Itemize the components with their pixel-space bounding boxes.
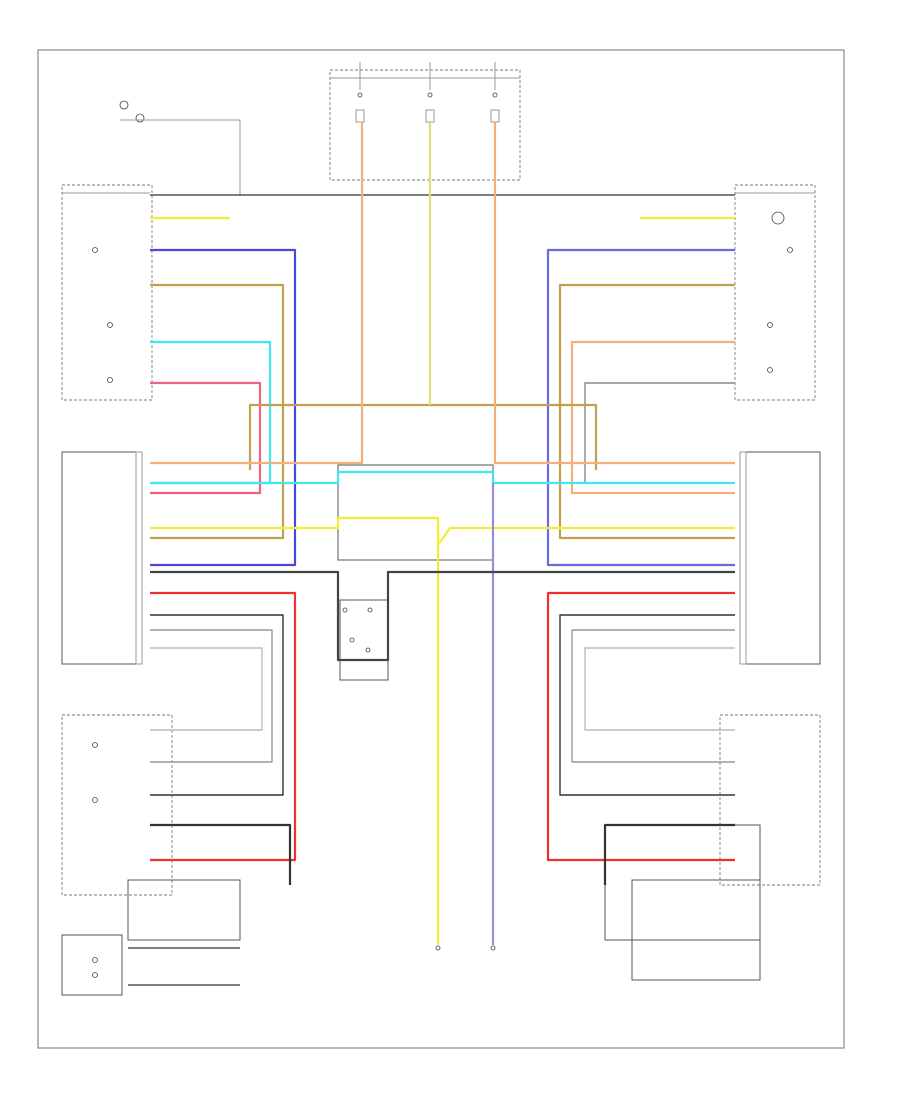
wire-black-driver-2 <box>150 823 292 885</box>
wire-tan-passenger <box>558 283 735 540</box>
wire-black-passenger-2 <box>603 823 735 885</box>
passenger-seat-switch-box <box>734 184 816 401</box>
passenger-seat-heater-module <box>739 451 821 665</box>
center-ground-terminals <box>435 945 496 951</box>
driver-seat-heater-element <box>61 879 241 996</box>
wire-black-bus <box>150 570 735 662</box>
passenger-lumbar-switch <box>771 211 793 253</box>
driver-thermistor <box>61 714 173 896</box>
driver-seat-switch-box <box>61 184 153 401</box>
passenger-thermistor <box>719 714 821 886</box>
wire-yellow-center <box>150 516 440 945</box>
fuse-block-top <box>329 62 521 181</box>
wire-blue-passenger <box>546 248 735 567</box>
passenger-seat-heater-element <box>604 824 761 981</box>
wire-orange-driver-feed <box>150 122 364 465</box>
wire-black-passenger-1 <box>559 614 735 796</box>
wire-tan-driver <box>150 283 285 540</box>
wire-gray-driver-2 <box>150 647 263 731</box>
wire-red-driver <box>150 591 297 862</box>
wire-gray-passenger <box>584 382 735 484</box>
wire-yellow-passenger-mid <box>437 526 735 546</box>
wire-cyan-center <box>150 470 735 485</box>
wire-black-driver-1 <box>150 614 284 796</box>
wire-cyan-driver <box>150 340 272 485</box>
wire-gray-driver-1 <box>150 629 273 763</box>
wire-gray-passenger-1 <box>571 629 735 763</box>
wire-blue-driver <box>150 248 297 567</box>
wire-tan-bus <box>248 403 598 470</box>
wire-orange-passenger-feed <box>493 122 735 465</box>
wire-orange-passenger <box>570 340 735 495</box>
wire-gray-passenger-2 <box>584 647 735 731</box>
wire-pink-driver <box>150 381 262 495</box>
driver-lumbar-switch <box>119 100 241 195</box>
wire-red-passenger <box>546 591 735 862</box>
diagram-frame <box>37 49 845 1049</box>
driver-seat-heater-module <box>61 451 143 665</box>
